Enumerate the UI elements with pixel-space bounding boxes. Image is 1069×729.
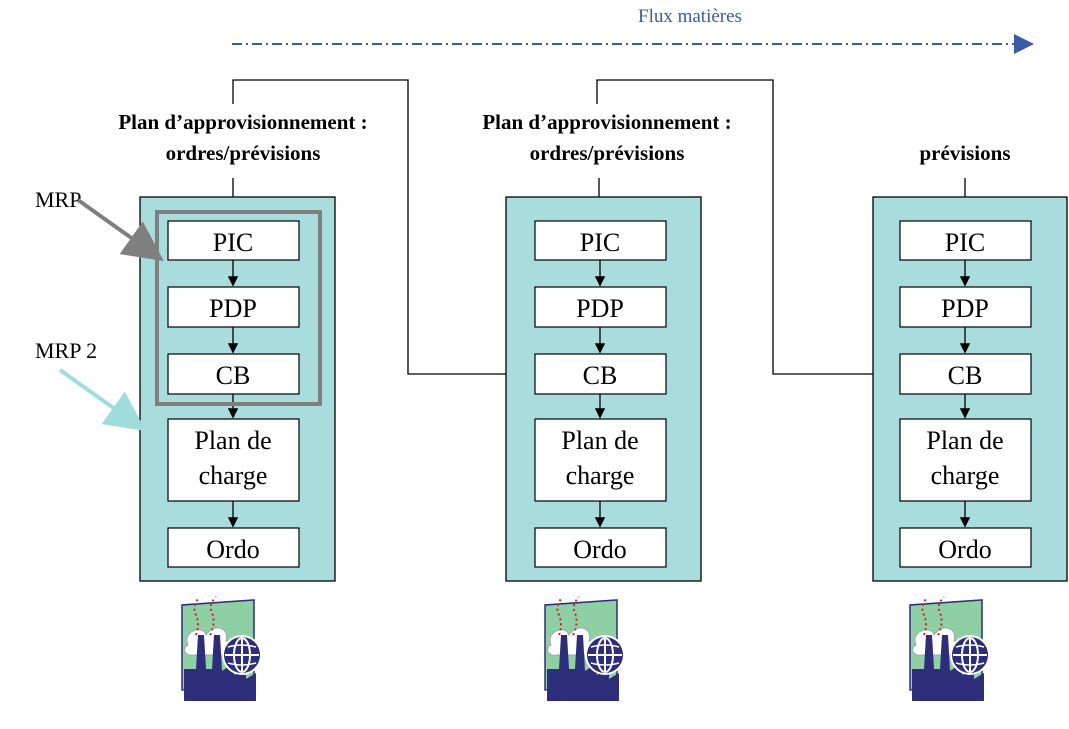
column-1-ordo-label: Ordo	[206, 535, 259, 564]
column-1-heading-line1: Plan d’approvisionnement :	[118, 110, 367, 134]
column-3-ordo-label: Ordo	[938, 535, 991, 564]
column-1-cb-label: CB	[216, 361, 251, 390]
column-2-ordo-label: Ordo	[573, 535, 626, 564]
column-2-cb-box	[534, 353, 667, 395]
column-2-cb-label: CB	[583, 361, 618, 390]
mrp2-label: MRP 2	[35, 338, 97, 363]
flow-label: Flux matières	[638, 6, 742, 27]
column-2-charge-label: charge	[566, 461, 635, 490]
column-2-pdp-label: PDP	[576, 294, 624, 323]
column-2-heading-line1: Plan d’approvisionnement :	[482, 110, 731, 134]
column-3-heading: prévisions	[919, 141, 1010, 165]
column-2-plan-charge-box	[534, 418, 667, 502]
column-1-heading-line2: ordres/prévisions	[166, 141, 321, 165]
factory-icon	[544, 596, 625, 702]
column-1-plan-label: Plan de	[194, 426, 271, 455]
mrp-pointer-arrow	[76, 198, 164, 261]
mrp-label: MRP	[35, 187, 81, 212]
column-3-ordo-box	[899, 527, 1032, 568]
column-3-pdp-label: PDP	[941, 294, 989, 323]
column-2-pdp-box	[534, 286, 667, 328]
column-3-pic-box	[899, 220, 1032, 261]
column-3-pdp-box	[899, 286, 1032, 328]
column-2-pic-box	[534, 220, 667, 261]
column-2-pic-label: PIC	[580, 228, 620, 257]
column-3-plan-label: Plan de	[926, 426, 1003, 455]
column-1-cb-box	[167, 353, 300, 395]
factory-icon	[909, 596, 990, 702]
mrp2-pointer-arrow	[58, 368, 146, 431]
column-1: Plan d’approvisionnement : ordres/prévis…	[118, 110, 368, 582]
column-2-ordo-box	[534, 527, 667, 568]
column-1-pdp-box	[167, 286, 300, 328]
column-1-pdp-label: PDP	[209, 294, 257, 323]
column-1-pic-box	[167, 220, 300, 261]
column-2: Plan d’approvisionnement : ordres/prévis…	[482, 110, 732, 582]
connector-col2-to-cb3	[596, 79, 900, 375]
connector-col1-to-cb2	[232, 79, 535, 375]
column-1-ordo-box	[167, 527, 300, 568]
column-3-pic-label: PIC	[945, 228, 985, 257]
column-1-plan-charge-box	[167, 418, 300, 502]
factory-icon	[181, 596, 262, 702]
column-3-cb-box	[899, 353, 1032, 395]
column-3-charge-label: charge	[931, 461, 1000, 490]
column-1-charge-label: charge	[199, 461, 268, 490]
column-2-plan-label: Plan de	[561, 426, 638, 455]
column-3-plan-charge-box	[899, 418, 1032, 502]
column-1-pic-label: PIC	[213, 228, 253, 257]
column-3-cb-label: CB	[948, 361, 983, 390]
column-2-heading-line2: ordres/prévisions	[530, 141, 685, 165]
mrp-frame	[155, 210, 322, 406]
column-3: prévisions PIC PDP CB Plan de charge Ord…	[872, 141, 1068, 582]
